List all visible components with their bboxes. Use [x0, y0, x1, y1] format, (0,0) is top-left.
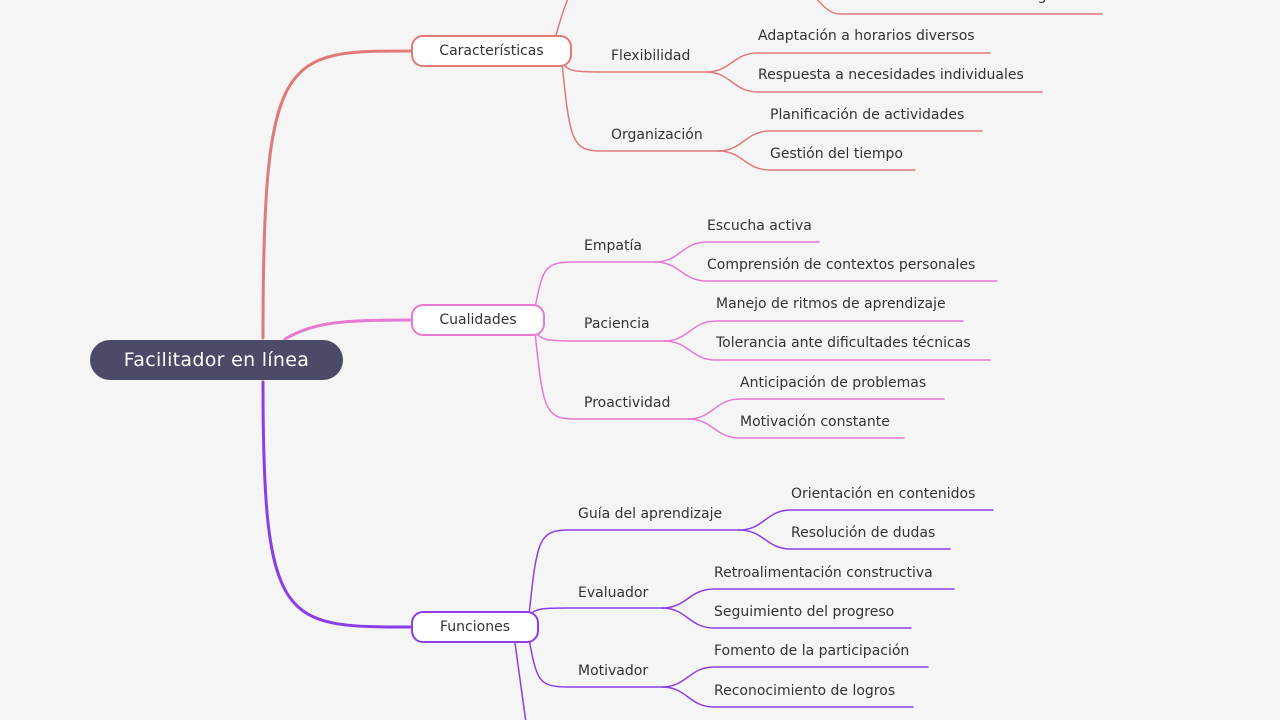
subtopic-link: [555, 0, 569, 36]
subtopic[interactable]: Motivador: [578, 663, 649, 679]
leaf-underline: [663, 340, 991, 361]
leaf-topic[interactable]: Dominio de herramientas digitales: [842, 0, 1084, 4]
subtopic[interactable]: Guía del aprendizaje: [578, 506, 723, 522]
subtopic-link: [528, 638, 663, 688]
leaf-topic[interactable]: Respuesta a necesidades individuales: [758, 67, 1024, 83]
subtopic[interactable]: Proactividad: [584, 395, 671, 411]
leaf-underline: [661, 666, 929, 688]
subtopic-link: [514, 642, 527, 720]
leaf-topic[interactable]: Resolución de dudas: [791, 525, 936, 541]
leaf-topic[interactable]: Fomento de la participación: [714, 643, 910, 659]
branch-node[interactable]: Funciones: [411, 611, 539, 643]
leaf-topic[interactable]: Comprensión de contextos personales: [707, 257, 976, 273]
leaf-underline: [717, 130, 983, 152]
leaf-topic[interactable]: Retroalimentación constructiva: [714, 565, 933, 581]
root-link-2: [261, 380, 413, 629]
subtopic-link: [528, 529, 740, 616]
leaf-underline: [687, 418, 905, 439]
leaf-topic[interactable]: Planificación de actividades: [770, 107, 965, 123]
subtopic[interactable]: Organización: [611, 127, 703, 143]
leaf-topic[interactable]: Motivación constante: [740, 414, 890, 430]
leaf-topic[interactable]: Adaptación a horarios diversos: [758, 28, 975, 44]
subtopic-link: [534, 331, 689, 420]
leaf-topic[interactable]: Reconocimiento de logros: [714, 683, 896, 699]
subtopic-link: [528, 607, 663, 616]
subtopic[interactable]: Paciencia: [584, 316, 650, 332]
leaf-underline: [816, 0, 1103, 15]
branch-node[interactable]: Cualidades: [411, 304, 545, 336]
leaf-underline: [654, 261, 998, 282]
leaf-topic[interactable]: Escucha activa: [707, 218, 812, 234]
leaf-underline: [738, 509, 994, 531]
leaf-underline: [687, 398, 945, 420]
leaf-topic[interactable]: Seguimiento del progreso: [714, 604, 895, 620]
leaf-topic[interactable]: Anticipación de problemas: [740, 375, 927, 391]
leaf-underline: [661, 607, 912, 629]
subtopic[interactable]: Empatía: [584, 238, 642, 254]
leaf-underline: [705, 71, 1043, 93]
branch-node[interactable]: Características: [411, 35, 572, 67]
subtopic-link: [534, 261, 656, 309]
leaf-topic[interactable]: Manejo de ritmos de aprendizaje: [716, 296, 946, 312]
leaf-underline: [654, 241, 820, 263]
leaf-underline: [705, 52, 991, 73]
subtopic-link: [561, 62, 719, 152]
leaf-topic[interactable]: Tolerancia ante dificultades técnicas: [716, 335, 971, 351]
leaf-underline: [717, 150, 916, 171]
leaf-underline: [738, 529, 951, 550]
leaf-topic[interactable]: Gestión del tiempo: [770, 146, 903, 162]
root-node[interactable]: Facilitador en línea: [90, 340, 343, 380]
subtopic-link: [561, 62, 707, 73]
leaf-topic[interactable]: Orientación en contenidos: [791, 486, 976, 502]
leaf-underline: [661, 588, 955, 609]
subtopic[interactable]: Flexibilidad: [611, 48, 691, 64]
root-link-0: [261, 49, 413, 340]
root-link-1: [283, 318, 413, 341]
subtopic[interactable]: Evaluador: [578, 585, 649, 601]
leaf-underline: [661, 686, 914, 708]
subtopic-link: [534, 331, 665, 342]
leaf-underline: [663, 320, 964, 342]
